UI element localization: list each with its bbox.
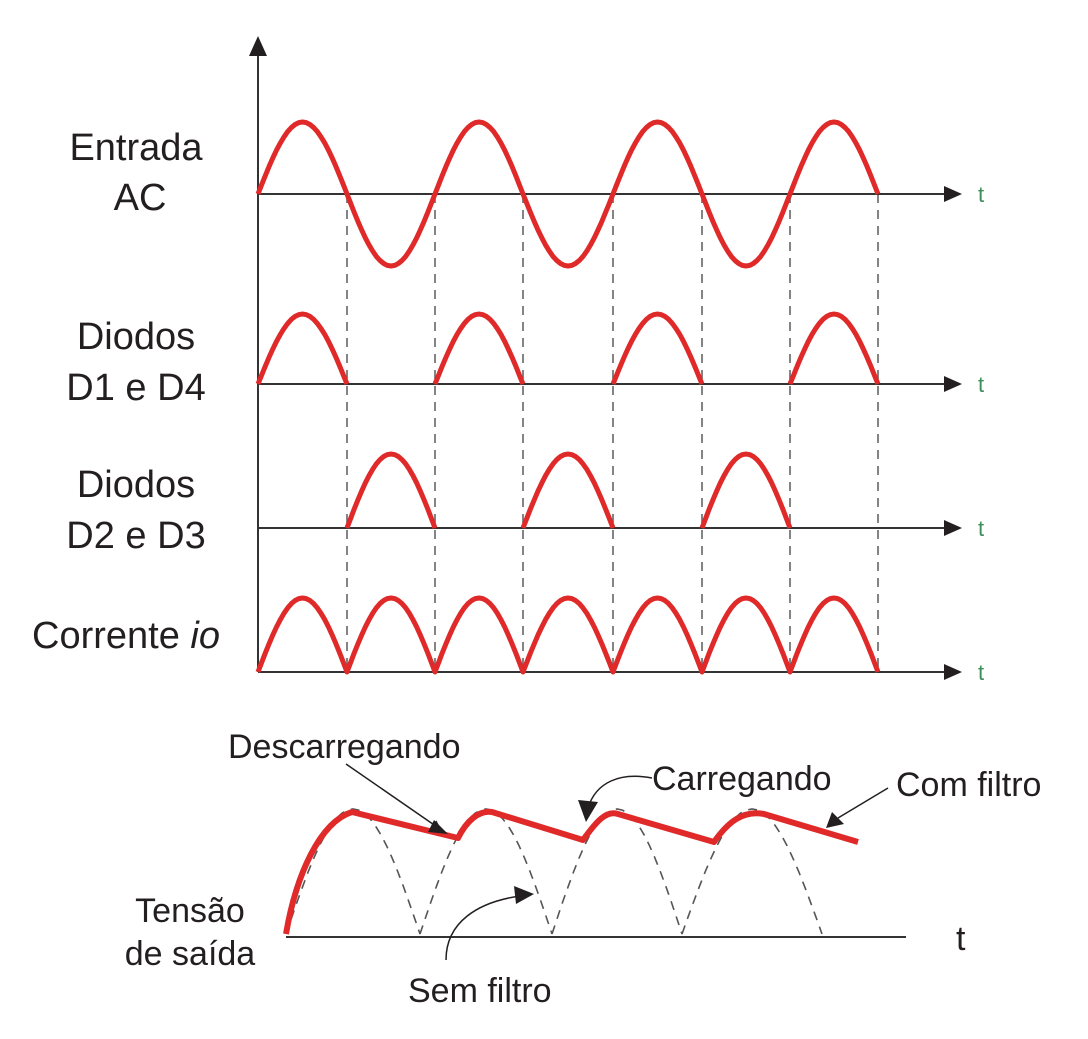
arrow-icon <box>514 886 534 904</box>
axis-t-label: t <box>978 372 984 397</box>
axis-d1d4: t <box>258 372 984 397</box>
waveform-entrada-ac <box>255 119 881 269</box>
label-io: io <box>190 615 220 657</box>
arrow-sem-filtro <box>445 895 521 961</box>
label-com-filtro: Com filtro <box>896 766 1041 804</box>
annotations: Descarregando Carregando Com filtro Sem … <box>228 728 1041 1010</box>
dashed-guide-lines <box>346 194 879 672</box>
waveform-com-filtro <box>283 808 859 935</box>
axis-t-label: t <box>978 660 984 685</box>
waveform-diodos-d2-d3 <box>344 451 793 529</box>
label-corrente: Corrente <box>32 615 190 657</box>
arrow-icon <box>944 520 962 536</box>
arrow-icon <box>428 820 448 834</box>
arrow-icon <box>944 186 962 202</box>
arrow-descarregando <box>345 763 442 831</box>
axis-t-label: t <box>978 182 984 207</box>
time-axes: t t t t t <box>258 182 984 958</box>
axis-entrada: t <box>258 182 984 207</box>
label-ac: AC <box>114 177 167 219</box>
label-carregando: Carregando <box>652 760 832 798</box>
waveform-diodos-d1-d4 <box>255 311 881 385</box>
arrow-icon <box>578 800 598 822</box>
label-diodos-1: Diodos <box>77 316 195 358</box>
arrow-icon <box>826 812 844 828</box>
axis-t-label-output: t <box>956 920 966 958</box>
arrow-icon <box>944 376 962 392</box>
arrow-icon <box>944 664 962 680</box>
arrow-com-filtro <box>837 787 889 819</box>
axis-tensao: t <box>286 920 966 958</box>
arrow-carregando <box>587 775 653 809</box>
row-labels: Entrada AC Diodos D1 e D4 Diodos D2 e D3… <box>32 127 255 973</box>
vertical-axis <box>249 36 267 672</box>
label-entrada: Entrada <box>69 127 203 169</box>
axis-t-label: t <box>978 516 984 541</box>
axis-d2d3: t <box>258 516 984 541</box>
label-corrente-io: Corrente io <box>32 615 220 657</box>
label-sem-filtro: Sem filtro <box>408 972 552 1010</box>
waveform-corrente-io <box>255 595 881 675</box>
waveform-sem-filtro <box>285 808 823 935</box>
label-d1-d4: D1 e D4 <box>66 367 205 409</box>
label-diodos-2: Diodos <box>77 464 195 506</box>
axis-corrente: t <box>258 660 984 685</box>
label-d2-d3: D2 e D3 <box>66 515 205 557</box>
label-de-saida: de saída <box>125 935 256 973</box>
label-descarregando: Descarregando <box>228 728 460 766</box>
label-tensao: Tensão <box>135 892 245 930</box>
